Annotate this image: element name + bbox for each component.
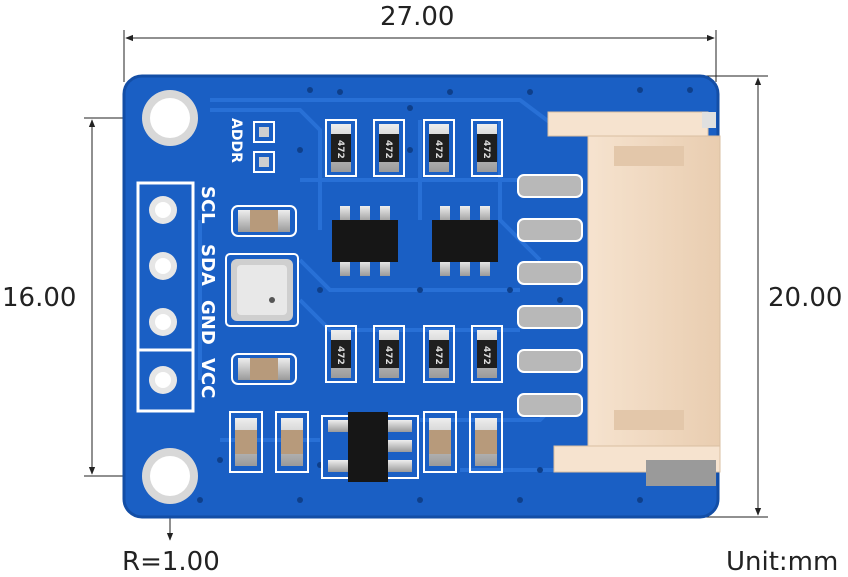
width-dimension (123, 30, 717, 82)
pin-label-scl: SCL (197, 186, 218, 224)
svg-text:472: 472 (383, 346, 393, 365)
pin-pad-gnd (149, 308, 177, 336)
mosfet-chip-right (432, 206, 498, 276)
svg-text:472: 472 (433, 140, 443, 159)
resistor-r4: 472 (471, 119, 503, 177)
addr-jumper (253, 121, 275, 173)
pin-label-sda: SDA (197, 244, 218, 286)
mosfet-chip-left (332, 206, 398, 276)
connector-pins (517, 174, 583, 417)
pin-label-vcc: VCC (197, 358, 218, 398)
radius-label: R=1.00 (122, 547, 220, 577)
svg-text:472: 472 (433, 346, 443, 365)
width-dimension-label: 27.00 (380, 2, 455, 32)
pin-labels: SCL SDA GND VCC ADDR (197, 118, 244, 398)
outer-height-dimension-label: 20.00 (768, 283, 843, 313)
resistor-r6: 472 (373, 325, 405, 383)
resistors-top: 472 472 472 472 (325, 119, 503, 177)
svg-text:472: 472 (383, 140, 393, 159)
resistor-r7: 472 (423, 325, 455, 383)
pin-label-gnd: GND (197, 300, 218, 345)
svg-text:472: 472 (335, 140, 345, 159)
sensor-chip (225, 253, 299, 327)
hole-spacing-dimension-label: 16.00 (2, 283, 77, 313)
pin-pad-sda (149, 252, 177, 280)
pin-pad-vcc (149, 366, 177, 394)
pin-pad-scl (149, 196, 177, 224)
resistor-r2: 472 (373, 119, 405, 177)
regulator-chip (321, 412, 419, 482)
svg-text:472: 472 (481, 346, 491, 365)
pin-header (136, 181, 195, 413)
addr-label: ADDR (228, 118, 244, 163)
resistors-bottom: 472 472 472 472 (325, 325, 503, 383)
resistor-r5: 472 (325, 325, 357, 383)
resistor-r8: 472 (471, 325, 503, 383)
unit-label: Unit:mm (726, 547, 839, 577)
connector-housing (547, 111, 721, 486)
svg-text:472: 472 (335, 346, 345, 365)
resistor-r1: 472 (325, 119, 357, 177)
mounting-hole-bottom (142, 448, 198, 504)
bottom-capacitors (229, 411, 503, 473)
capacitor-bottom (231, 353, 297, 385)
svg-text:472: 472 (481, 140, 491, 159)
mounting-hole-top (142, 90, 198, 146)
resistor-r3: 472 (423, 119, 455, 177)
capacitor-top (231, 205, 297, 237)
